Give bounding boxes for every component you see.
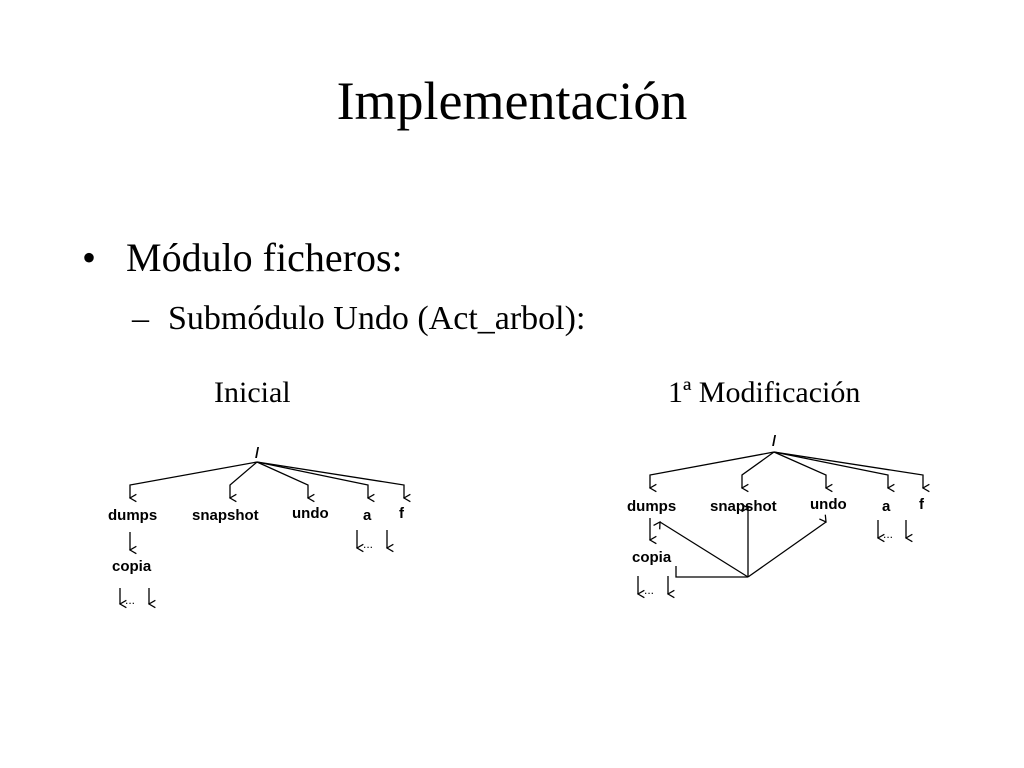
root-node-right: / [772, 433, 777, 450]
bullet-marker: • [82, 235, 97, 280]
tree-initial: / dumps snapshot undo a f copia ... ... [108, 445, 405, 607]
sub-bullet-marker: – [132, 300, 149, 337]
node-snapshot: snapshot [192, 507, 259, 524]
branch-f [256, 461, 404, 498]
node-dumps-right: dumps [627, 498, 676, 515]
node-undo: undo [292, 505, 329, 522]
sub-bullet-text: Submódulo Undo (Act_arbol): [168, 300, 586, 337]
caption-initial: Inicial [214, 376, 291, 409]
branch-undo-right [773, 451, 826, 488]
node-copia: copia [112, 558, 152, 575]
branch-f-right [773, 451, 923, 488]
branch-snapshot [230, 461, 258, 498]
branch-snapshot-right [742, 451, 775, 488]
node-snapshot-right: snapshot [710, 498, 777, 515]
tree-diagrams: / dumps snapshot undo a f copia ... ... [108, 433, 960, 620]
root-node: / [255, 445, 260, 462]
node-undo-right: undo [810, 496, 847, 513]
node-f-right: f [919, 496, 925, 513]
slide-title: Implementación [336, 71, 688, 131]
branch-a [256, 461, 368, 498]
bullet-item: • Módulo ficheros: [82, 232, 403, 284]
ellipsis-copia-right: ... [644, 583, 654, 597]
caption-modification: 1ª Modificación [668, 376, 861, 409]
sub-bullet-item: –Submódulo Undo (Act_arbol): [132, 296, 585, 342]
branch-a-right [773, 451, 888, 488]
branch-dumps-right [650, 451, 775, 488]
node-copia-right: copia [632, 549, 672, 566]
node-dumps: dumps [108, 507, 157, 524]
link-to-undo [747, 522, 826, 578]
branch-dumps [130, 461, 258, 498]
node-a: a [363, 507, 372, 524]
node-f: f [399, 505, 405, 522]
node-a-right: a [882, 498, 891, 515]
link-to-dumps [660, 522, 749, 578]
ellipsis-copia: ... [125, 593, 135, 607]
tree-modified: / dumps snapshot undo a [627, 433, 925, 597]
link-to-copia [675, 566, 748, 578]
branch-undo [256, 461, 308, 498]
ellipsis-a: ... [363, 537, 373, 551]
bullet-text: Módulo ficheros: [126, 235, 403, 280]
ellipsis-a-right: ... [883, 527, 893, 541]
